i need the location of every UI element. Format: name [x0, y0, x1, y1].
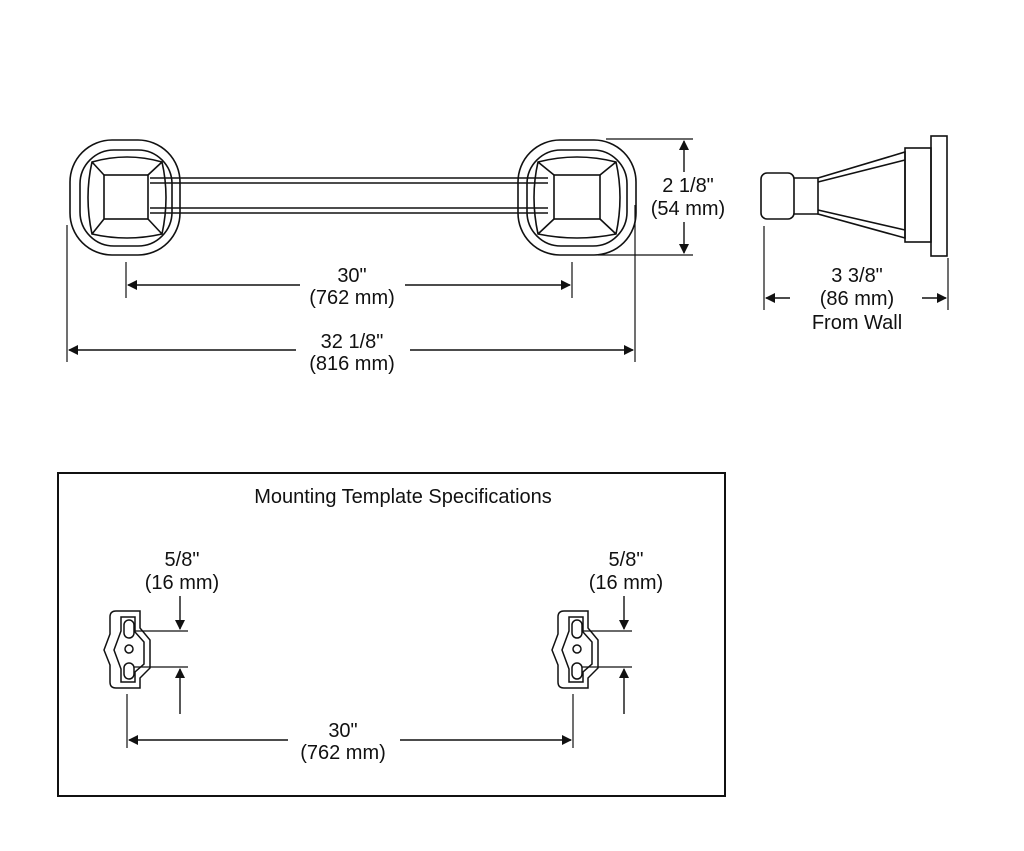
- dim-value: 32 1/8": [321, 331, 384, 353]
- right-post: [517, 139, 637, 256]
- left-hole-extension-lines: [126, 630, 188, 748]
- dim-metric: (86 mm): [820, 288, 894, 310]
- right-mounting-bracket: [551, 610, 599, 689]
- template-frame: [57, 472, 726, 797]
- dimension-center-to-center: 30" (762 mm): [127, 265, 571, 309]
- towel-bar-front-view: [69, 139, 637, 256]
- dim-metric: (16 mm): [145, 572, 219, 594]
- dim-value: 2 1/8": [662, 175, 714, 197]
- dim-metric: (762 mm): [300, 742, 386, 764]
- right-hole-extension-lines: [572, 630, 632, 748]
- dim-metric: (816 mm): [309, 353, 395, 375]
- dim-value: 30": [328, 720, 357, 742]
- template-title: Mounting Template Specifications: [254, 486, 552, 508]
- towel-bar-side-view: [760, 135, 948, 257]
- dim-metric: (762 mm): [309, 287, 395, 309]
- dimension-template-center-to-center: 30" (762 mm): [128, 720, 572, 764]
- dimension-overall-length: 32 1/8" (816 mm): [68, 331, 634, 375]
- left-post: [69, 139, 181, 256]
- extension-lines: [66, 138, 693, 362]
- dim-metric: (54 mm): [651, 198, 725, 220]
- dimension-height: 2 1/8" (54 mm): [651, 140, 725, 254]
- dim-value: 5/8": [165, 549, 200, 571]
- side-extension-lines: [763, 226, 949, 310]
- dimension-right-hole-spacing: 5/8" (16 mm): [589, 549, 663, 714]
- mounting-template: Mounting Template Specifications 5/8" (1…: [57, 472, 726, 797]
- dim-note: From Wall: [812, 312, 902, 334]
- dim-metric: (16 mm): [589, 572, 663, 594]
- bar-rod: [150, 177, 548, 214]
- dim-value: 30": [337, 265, 366, 287]
- dimension-projection: 3 3/8" (86 mm) From Wall: [765, 265, 947, 334]
- dim-value: 3 3/8": [831, 265, 883, 287]
- dimension-left-hole-spacing: 5/8" (16 mm): [145, 549, 219, 714]
- left-mounting-bracket: [103, 610, 151, 689]
- dim-value: 5/8": [609, 549, 644, 571]
